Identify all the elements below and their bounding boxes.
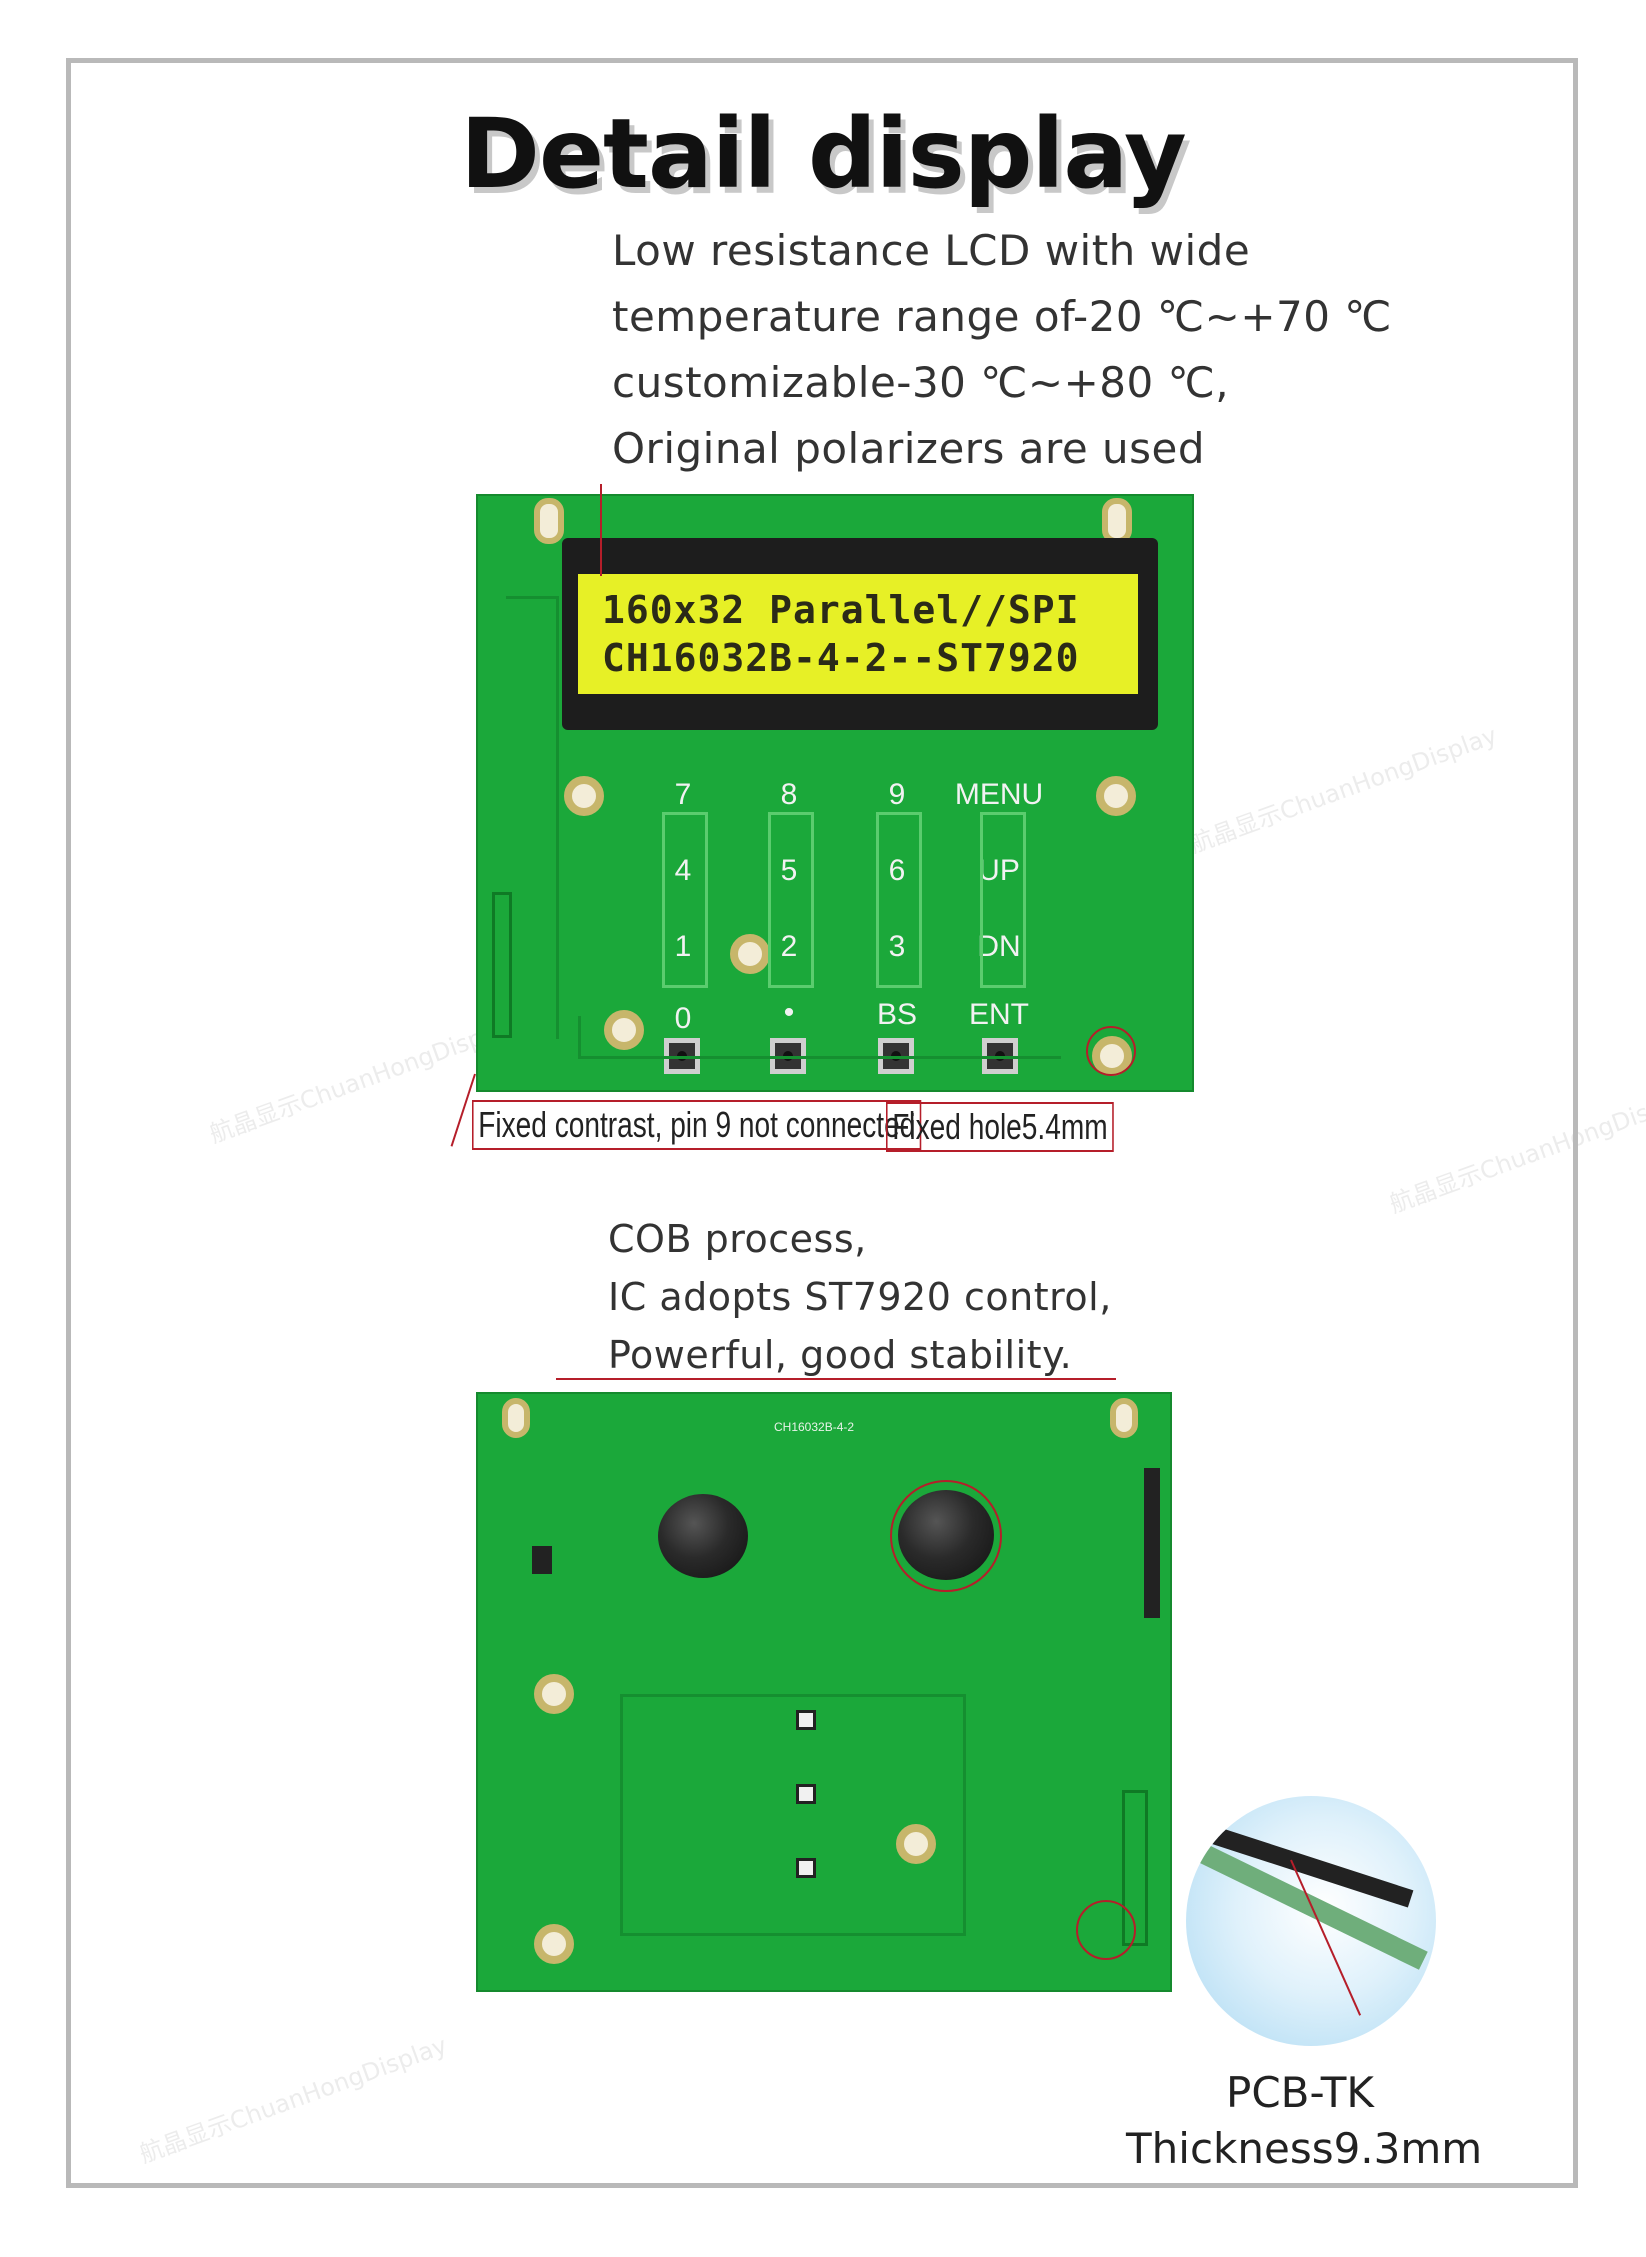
- key-label-up: UP: [978, 854, 1020, 887]
- callout-leader: [600, 484, 602, 576]
- key-pad-outline: [876, 812, 922, 988]
- smd-pad: [796, 1710, 816, 1730]
- key-label-7: 7: [674, 778, 692, 811]
- mount-slot: [502, 1398, 530, 1438]
- key-label-3: 3: [888, 930, 906, 963]
- front-description: Low resistance LCD with wide temperature…: [612, 218, 1392, 482]
- callout-circle: [1086, 1026, 1136, 1076]
- key-label-6: 6: [888, 854, 906, 887]
- zoom-bubble: [1186, 1796, 1436, 2046]
- connector-header: [492, 892, 512, 1038]
- zoom-caption-thickness: Thickness9.3mm: [1126, 2124, 1483, 2173]
- back-description-line: IC adopts ST7920 control,: [608, 1275, 1112, 1319]
- lcd-screen: 160x32 Parallel//SPI CH16032B-4-2--ST792…: [578, 574, 1138, 694]
- mount-hole: [604, 1010, 644, 1050]
- front-description-line: Original polarizers are used: [612, 424, 1206, 473]
- front-description-line: temperature range of-20 ℃~+70 ℃: [612, 292, 1392, 341]
- key-label-1: 1: [674, 930, 692, 963]
- mount-slot: [1110, 1398, 1138, 1438]
- callout-leader: [556, 1378, 1116, 1380]
- callout-circle: [1076, 1900, 1136, 1960]
- key-label-2: 2: [780, 930, 798, 963]
- key-label-menu: MENU: [954, 778, 1044, 811]
- mount-hole: [896, 1824, 936, 1864]
- key-pad-outline: [768, 812, 814, 988]
- callout-fixed-hole: Fixed hole5.4mm: [886, 1102, 1114, 1152]
- key-label-9: 9: [888, 778, 906, 811]
- page-frame: [66, 58, 1578, 2188]
- key-label-dot: •: [783, 996, 795, 1029]
- key-pad-outline: [980, 812, 1026, 988]
- key-label-4: 4: [674, 854, 692, 887]
- front-description-line: customizable-30 ℃~+80 ℃,: [612, 358, 1230, 407]
- key-pad-outline: [662, 812, 708, 988]
- mount-hole: [534, 1924, 574, 1964]
- pcb-traces: [620, 1694, 966, 1936]
- connector-strip: [1144, 1468, 1160, 1618]
- back-description-line: Powerful, good stability.: [608, 1333, 1073, 1377]
- mount-hole: [534, 1674, 574, 1714]
- mount-hole: [730, 934, 770, 974]
- mount-hole: [1096, 776, 1136, 816]
- back-description-line: COB process,: [608, 1217, 867, 1261]
- zoom-caption-title: PCB-TK: [1226, 2068, 1374, 2117]
- front-description-line: Low resistance LCD with wide: [612, 226, 1251, 275]
- page-title: Detail display: [460, 98, 1187, 210]
- pcb-traces: [506, 596, 559, 1039]
- key-label-0: 0: [674, 1002, 692, 1035]
- cob-epoxy-blob: [658, 1494, 748, 1578]
- back-pcb: CH16032B-4-2: [476, 1392, 1172, 1992]
- chip: [532, 1546, 552, 1574]
- key-label-5: 5: [780, 854, 798, 887]
- lcd-line-2: CH16032B-4-2--ST7920: [602, 636, 1080, 680]
- smd-pad: [796, 1784, 816, 1804]
- mount-slot: [534, 498, 564, 544]
- front-pcb: 160x32 Parallel//SPI CH16032B-4-2--ST792…: [476, 494, 1194, 1092]
- lcd-line-1: 160x32 Parallel//SPI: [602, 588, 1080, 632]
- mount-hole: [564, 776, 604, 816]
- key-label-bs: BS: [876, 998, 918, 1031]
- smd-pad: [796, 1858, 816, 1878]
- callout-circle: [890, 1480, 1002, 1592]
- lcd-bezel: 160x32 Parallel//SPI CH16032B-4-2--ST792…: [562, 538, 1158, 730]
- key-label-dn: DN: [977, 930, 1021, 963]
- back-description: COB process, IC adopts ST7920 control, P…: [608, 1210, 1112, 1384]
- key-label-ent: ENT: [969, 998, 1029, 1031]
- key-label-8: 8: [780, 778, 798, 811]
- pcb-traces: [578, 1016, 1061, 1059]
- connector-header: [1122, 1790, 1148, 1946]
- callout-fixed-contrast: Fixed contrast, pin 9 not connected: [472, 1100, 922, 1150]
- silkscreen-model: CH16032B-4-2: [774, 1420, 855, 1434]
